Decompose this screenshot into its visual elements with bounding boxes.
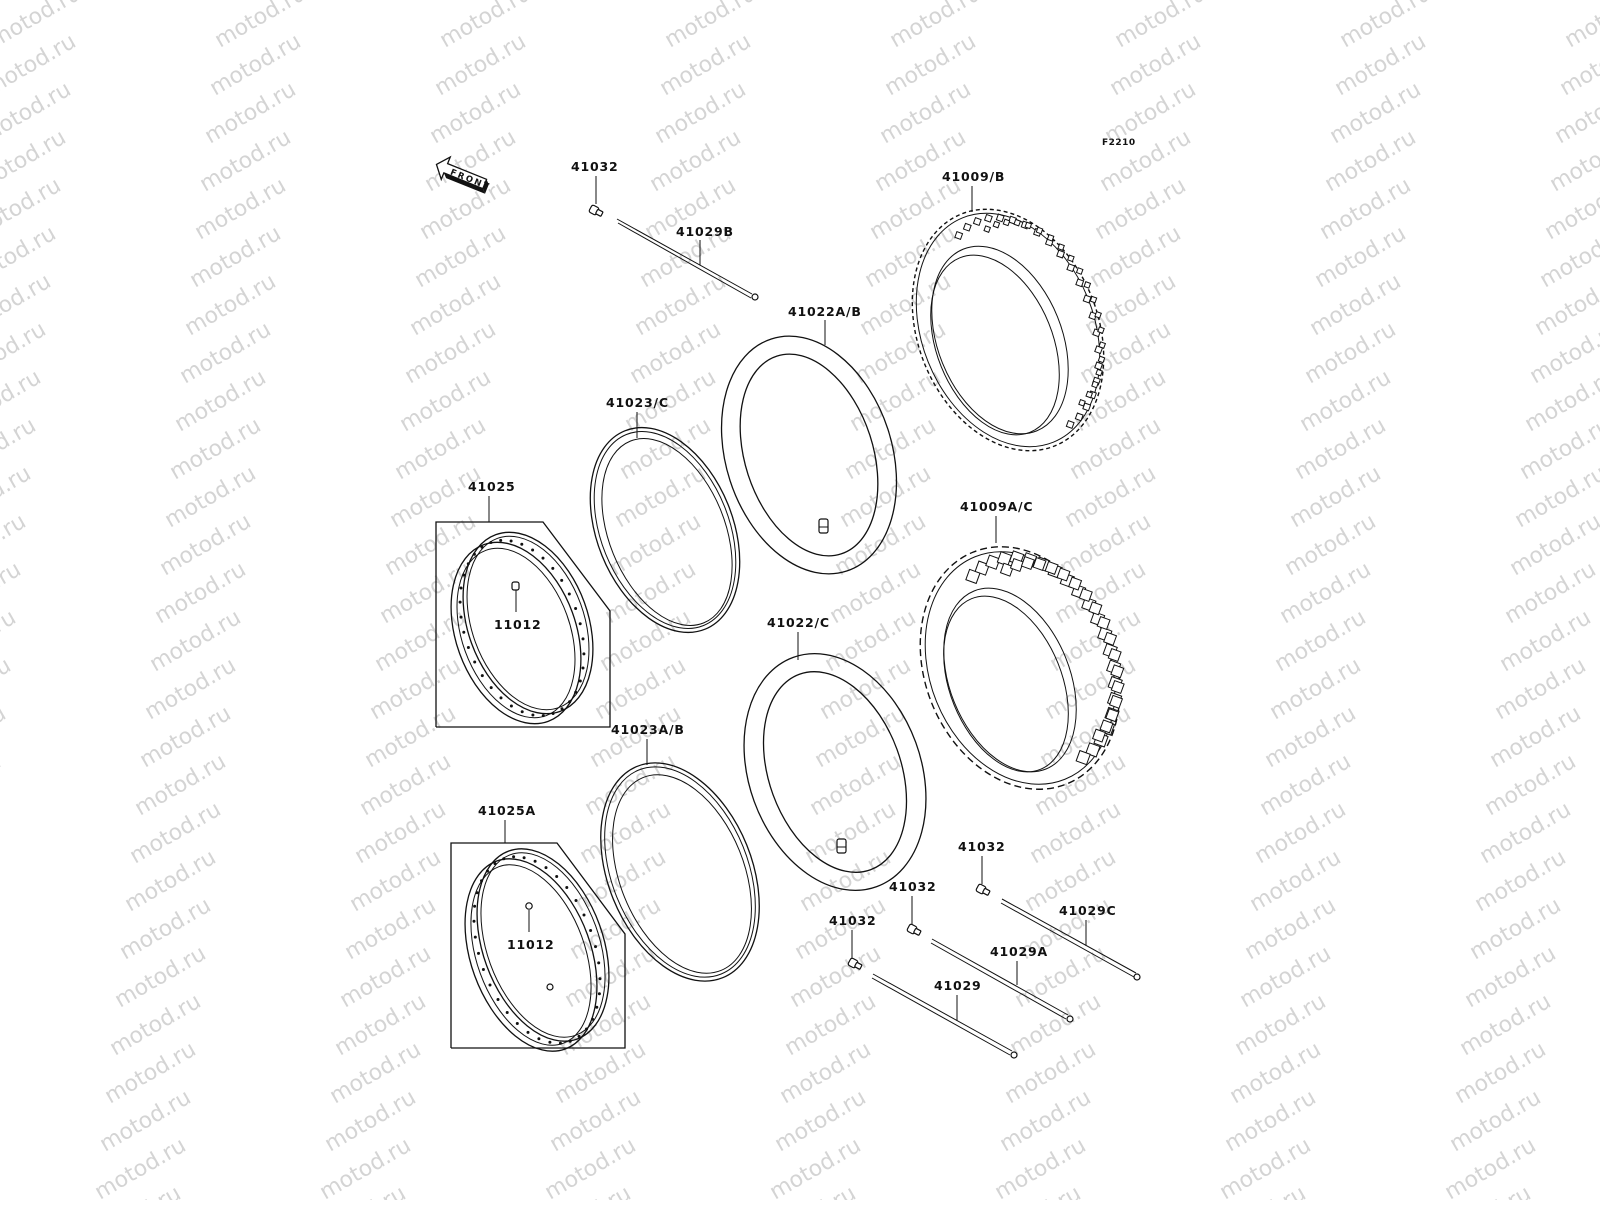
part-label: 41029B [676,224,734,239]
part-label: 11012 [507,937,555,952]
part-label: 41032 [571,159,619,174]
part-label: 41009A/C [960,499,1033,514]
part-label: 41029C [1059,903,1116,918]
nipple-icon [976,884,991,897]
valve-icon [837,839,846,853]
svg-text:motod.ru: motod.ru [0,749,5,821]
figure-code: F2210 [1102,138,1136,148]
part-spoke-nipple-a[interactable]: 41032 [889,879,937,937]
part-label: 41022A/B [788,304,862,319]
part-label: 41032 [958,839,1006,854]
svg-text:motod.ru: motod.ru [1561,0,1600,53]
part-spoke-nipple-c[interactable]: 41032 [958,839,1006,897]
nipple-icon [589,205,604,218]
part-label: 41025 [468,479,516,494]
part-label: 41025A [478,803,536,818]
part-label: 41009/B [942,169,1005,184]
part-spoke-41029[interactable]: 41029 [872,974,1017,1058]
part-label: 41023/C [606,395,669,410]
part-label: 41022/C [767,615,830,630]
nut-icon [526,903,532,909]
part-label: 41023A/B [611,722,685,737]
part-label: 41029A [990,944,1048,959]
svg-text:motod.ru: motod.ru [0,701,10,773]
nipple-icon [907,924,922,937]
part-rim-front-nut[interactable]: 11012 [494,582,542,632]
part-label: 11012 [494,617,542,632]
part-label: 41032 [829,913,877,928]
valve-icon [819,519,828,533]
hole-icon [547,984,553,990]
part-label: 41032 [889,879,937,894]
nut-icon [512,582,519,590]
svg-text:motod.ru: motod.ru [1566,0,1600,5]
part-rim-rear-nut[interactable]: 11012 [507,903,555,952]
part-label: 41029 [934,978,982,993]
part-spoke-nipple-top[interactable]: 41032 [571,159,619,218]
